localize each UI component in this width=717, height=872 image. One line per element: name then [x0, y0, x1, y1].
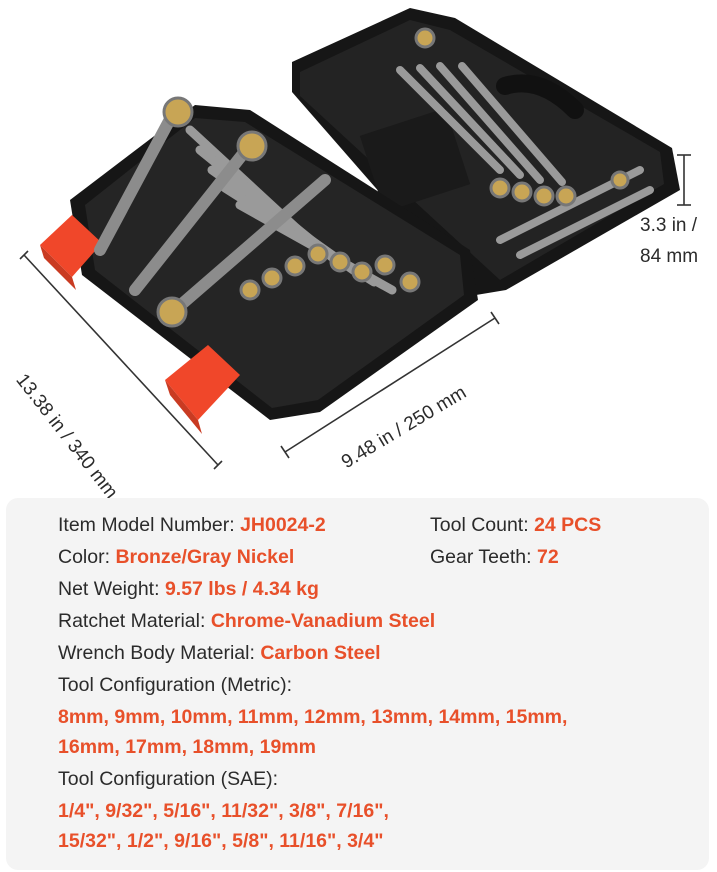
net-weight-label: Net Weight:: [58, 578, 165, 600]
height-line-2: 84 mm: [640, 246, 699, 267]
color-row: Color: Bronze/Gray Nickel: [58, 546, 294, 569]
sae-config-label: Tool Configuration (SAE):: [58, 768, 279, 790]
net-weight-value: 9.57 lbs / 4.34 kg: [164, 578, 319, 600]
metric-config-line-1: 8mm, 9mm, 10mm, 11mm, 12mm, 13mm, 14mm, …: [58, 706, 568, 728]
sae-config-line-1: 1/4", 9/32", 5/16", 11/32", 3/8", 7/16",: [58, 800, 389, 822]
height-line-1: 3.3 in /: [640, 215, 698, 236]
gear-teeth-value: 72: [536, 546, 559, 568]
case-base: [70, 105, 478, 420]
tool-count-label: Tool Count:: [430, 514, 535, 536]
ratchet-material-row: Ratchet Material: Chrome-Vanadium Steel: [58, 610, 435, 633]
ratchet-material-label: Ratchet Material:: [58, 610, 211, 632]
metric-config-line-2: 16mm, 17mm, 18mm, 19mm: [58, 736, 316, 758]
model-number-label: Item Model Number:: [58, 514, 241, 536]
wrench-set: [94, 27, 654, 328]
ratchet-material-value: Chrome-Vanadium Steel: [210, 610, 436, 632]
color-value: Bronze/Gray Nickel: [115, 546, 295, 568]
height-dimension: 3.3 in / 84 mm: [640, 210, 698, 272]
model-number-value: JH0024-2: [240, 514, 326, 536]
body-material-row: Wrench Body Material: Carbon Steel: [58, 642, 381, 665]
tool-count-row: Tool Count: 24 PCS: [430, 514, 601, 537]
net-weight-row: Net Weight: 9.57 lbs / 4.34 kg: [58, 578, 319, 601]
spec-card: [6, 498, 709, 870]
model-number-row: Item Model Number: JH0024-2: [58, 514, 326, 537]
metric-config-label: Tool Configuration (Metric):: [58, 674, 293, 696]
gear-teeth-label: Gear Teeth:: [430, 546, 537, 568]
sae-config-line-2: 15/32", 1/2", 9/16", 5/8", 11/16", 3/4": [58, 830, 384, 852]
case-latches: [40, 215, 240, 434]
body-material-value: Carbon Steel: [260, 642, 381, 664]
body-material-label: Wrench Body Material:: [58, 642, 261, 664]
wrench-case-illustration: [19, 8, 691, 470]
product-image: 3.3 in / 84 mm 13.38 in / 340 mm 9.48 in…: [11, 8, 698, 503]
color-label: Color:: [58, 546, 116, 568]
tool-count-value: 24 PCS: [534, 514, 602, 536]
dimension-lines: [19, 154, 691, 470]
gear-teeth-row: Gear Teeth: 72: [430, 546, 559, 569]
